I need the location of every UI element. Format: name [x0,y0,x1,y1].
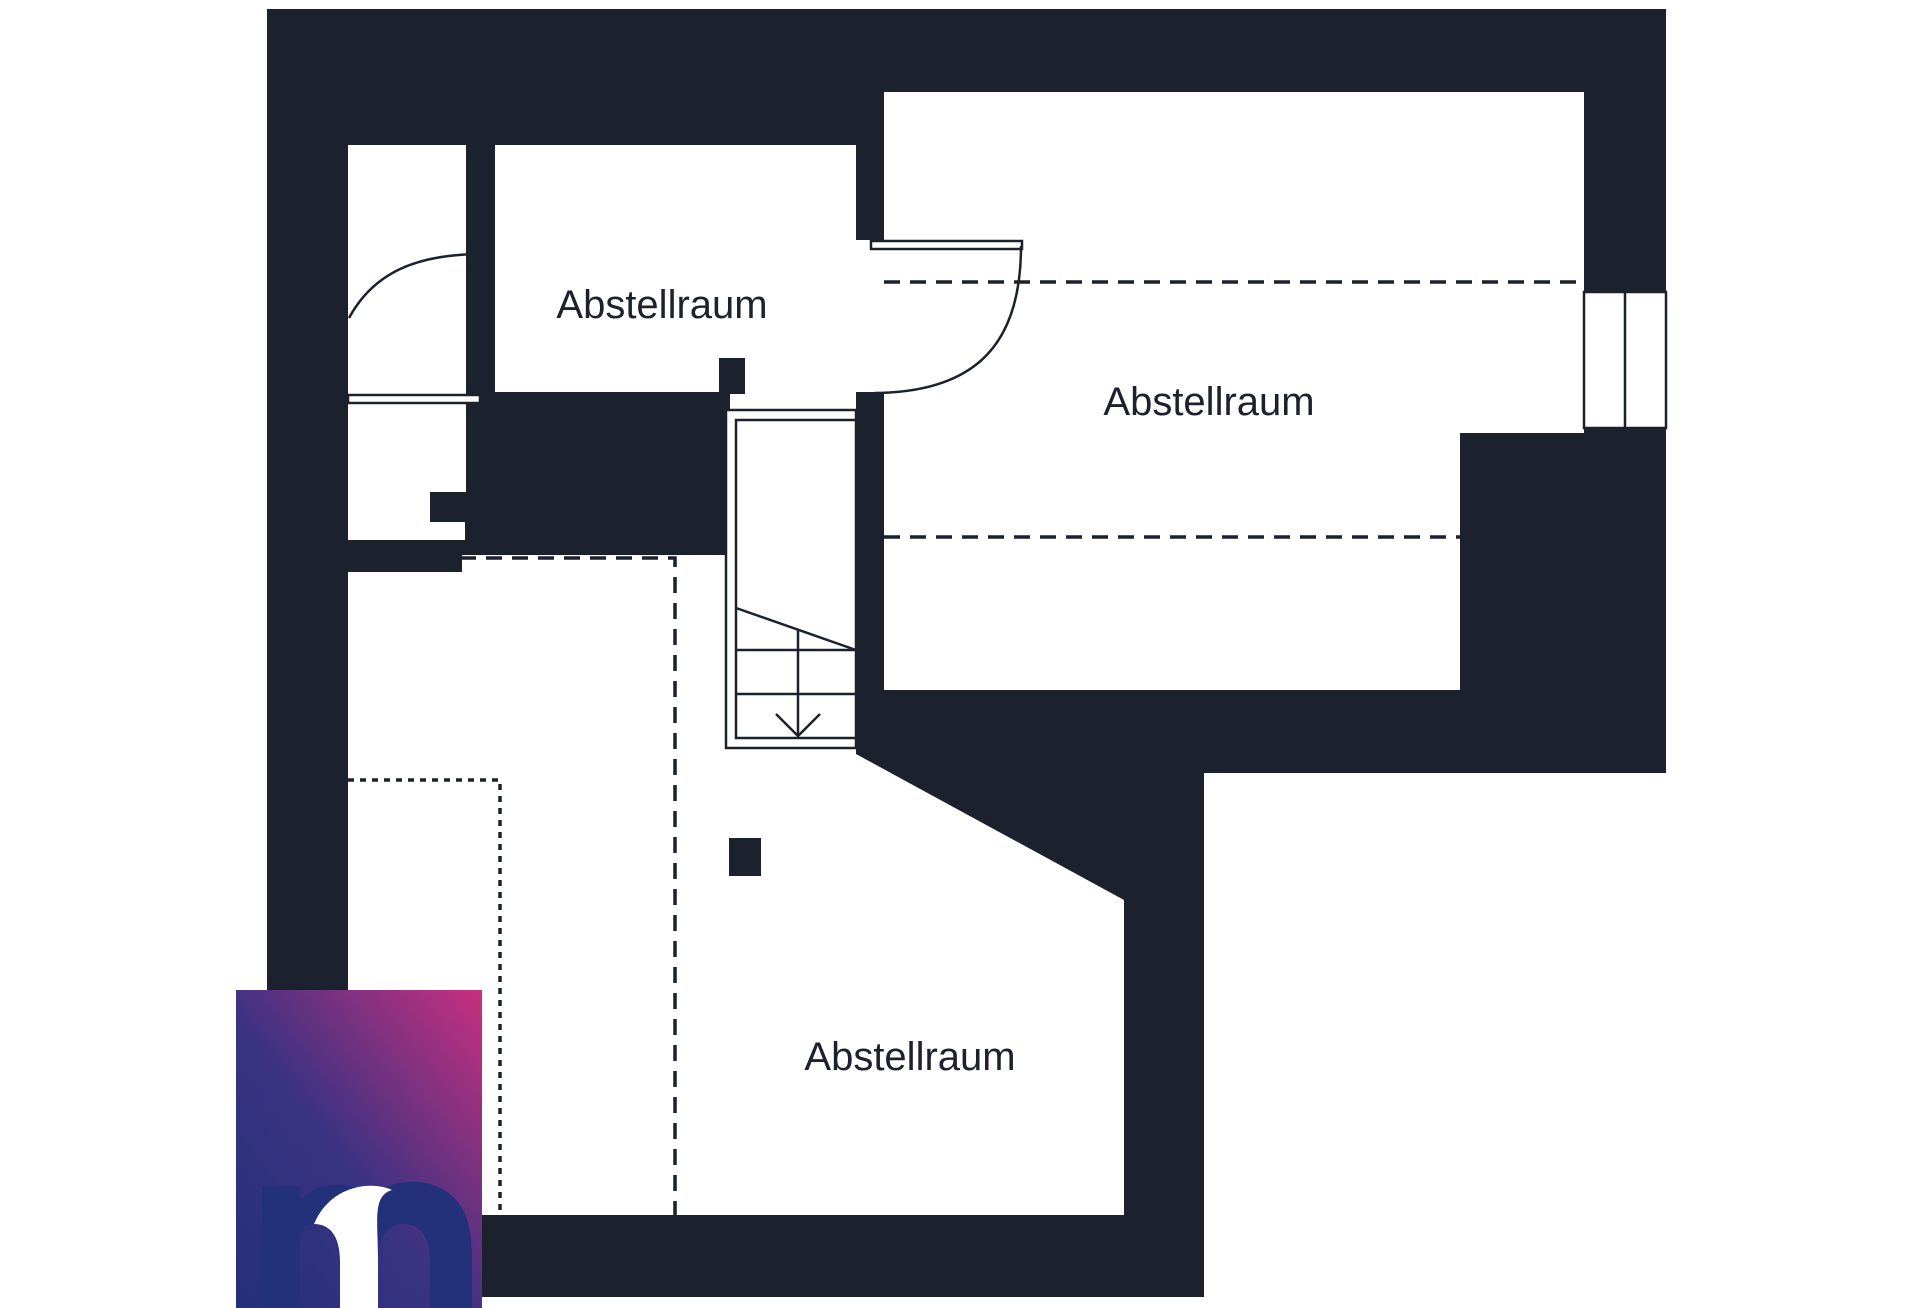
partition-wall-top [466,145,495,253]
pillar [719,358,745,394]
stair-inner [734,418,858,740]
partition-right-top [856,145,884,240]
slope-line-dotted [348,778,502,1215]
door-frame [346,393,482,405]
partition-step [430,492,466,522]
stair-cut-line [735,606,857,652]
room-label: Abstellraum [1103,380,1314,424]
stair-arrow-icon [775,713,821,738]
logo [236,990,482,1308]
door-swing-icon [874,245,1023,395]
logo-letter-m-highlight [314,1185,392,1308]
door-frame [869,239,1024,251]
partition-right-low [856,392,884,754]
partition-bottom [348,540,460,572]
door-swing-icon [347,252,479,319]
pillar [729,838,761,876]
partition-wall-mid [466,404,495,522]
outer-walls [267,9,1666,1297]
closet-area [348,145,465,540]
room-label: Abstellraum [556,283,767,327]
hall-top [495,145,856,155]
room-label: Abstellraum [804,1035,1015,1079]
slope-line [460,556,677,1215]
